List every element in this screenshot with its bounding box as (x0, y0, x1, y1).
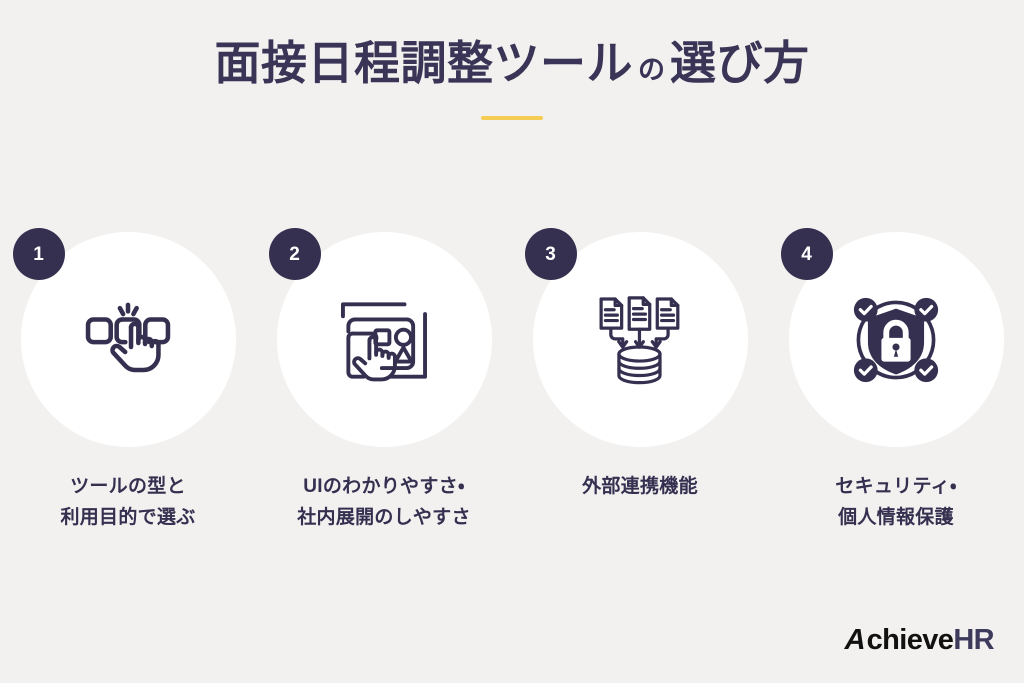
step-disc-wrap-3: 3 (524, 228, 748, 447)
step-caption-4: セキュリティ・ 個人情報保護 (835, 476, 957, 528)
step-item-3: 3 (512, 228, 768, 503)
step-item-4: 4 (768, 228, 1024, 534)
step-item-1: 1 (0, 228, 256, 534)
documents-to-database-icon (586, 286, 694, 394)
step-number-badge-4: 4 (780, 228, 833, 280)
ui-screens-touch-icon (330, 286, 438, 394)
click-cursor-buttons-icon (74, 286, 182, 394)
step-number-badge-3: 3 (524, 228, 577, 280)
title-particle: の (638, 55, 665, 85)
logo-mark-a: A (841, 624, 870, 656)
shield-lock-verified-icon (842, 286, 950, 394)
page-title: 面接日程調整ツールの選び方 (0, 36, 1024, 90)
title-block: 面接日程調整ツールの選び方 (0, 36, 1024, 121)
title-underline-accent (481, 116, 543, 121)
step-caption-1: ツールの型と 利用目的で選ぶ (60, 476, 196, 528)
step-item-2: 2 (256, 228, 512, 534)
logo-suffix-hr: HR (953, 624, 994, 656)
step-disc-wrap-2: 2 (268, 228, 492, 447)
step-number-badge-1: 1 (12, 228, 65, 280)
step-number-badge-2: 2 (268, 228, 321, 280)
step-caption-3: 外部連携機能 (582, 476, 698, 497)
logo-word: chieve (866, 624, 954, 656)
step-disc-wrap-4: 4 (780, 228, 1004, 447)
steps-row: 1 (0, 228, 1024, 534)
step-disc-wrap-1: 1 (12, 228, 236, 447)
title-main-after: 選び方 (670, 37, 810, 89)
step-caption-2: UIのわかりやすさ・ 社内展開のしやすさ (297, 476, 471, 528)
title-main-before: 面接日程調整ツール (214, 37, 633, 89)
